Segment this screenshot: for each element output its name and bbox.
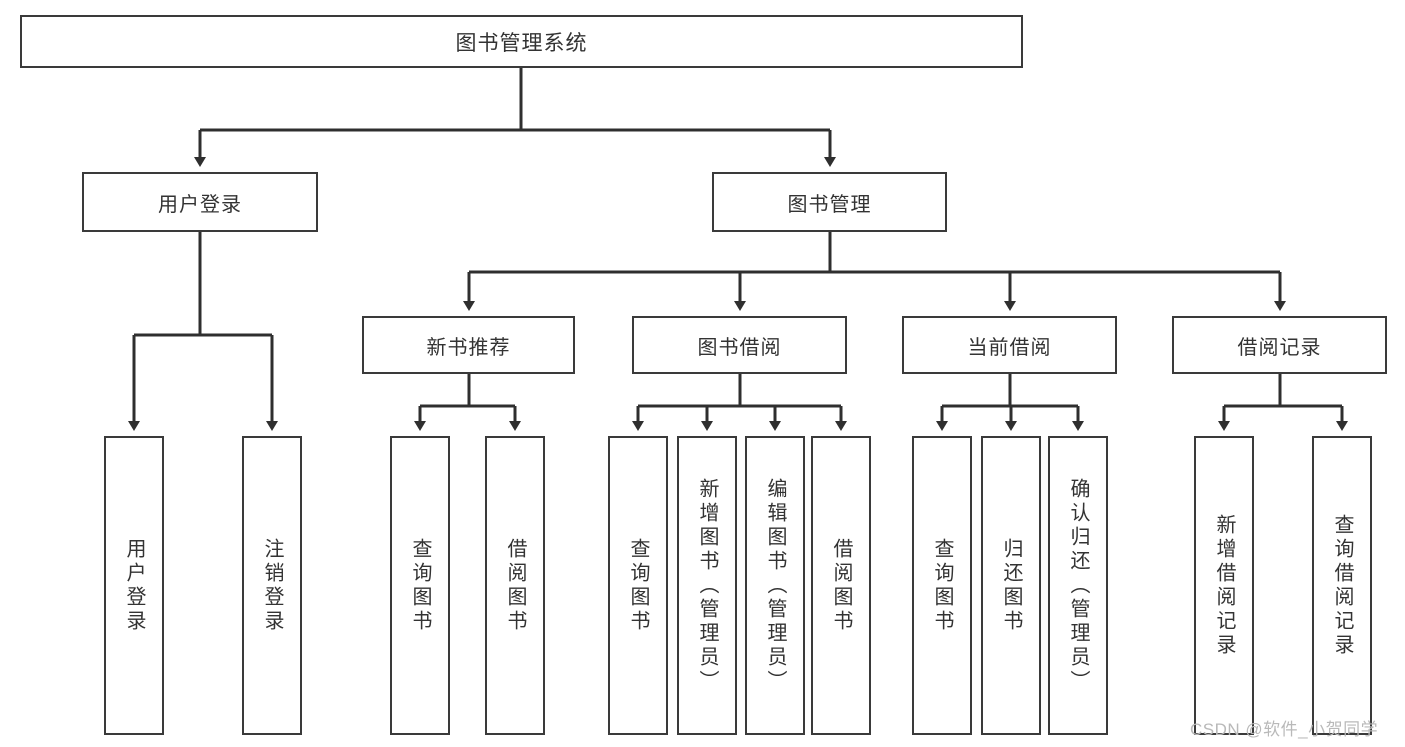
node-label: 用户登录 xyxy=(123,537,145,634)
node-user-login[interactable]: 用户登录 xyxy=(82,172,318,232)
node-label: 用户登录 xyxy=(158,193,242,216)
node-label: 新增图书（管理员） xyxy=(696,477,718,694)
node-label: 查询借阅记录 xyxy=(1331,513,1353,658)
leaf-user-login-login[interactable]: 用户登录 xyxy=(104,436,164,735)
node-book-management[interactable]: 图书管理 xyxy=(712,172,947,232)
node-label: 当前借阅 xyxy=(967,336,1052,359)
node-label: 图书借阅 xyxy=(697,336,782,359)
node-label: 借阅图书 xyxy=(830,537,852,634)
csdn-watermark: CSDN @软件_小贺同学 xyxy=(1190,720,1379,739)
node-borrow-record[interactable]: 借阅记录 xyxy=(1172,316,1387,374)
node-current-borrow[interactable]: 当前借阅 xyxy=(902,316,1117,374)
leaf-current-borrow-return-book[interactable]: 归还图书 xyxy=(981,436,1041,735)
leaf-book-borrow-edit-book-admin[interactable]: 编辑图书（管理员） xyxy=(745,436,805,735)
node-label: 图书管理 xyxy=(787,193,872,216)
node-label: 借阅记录 xyxy=(1237,336,1322,359)
leaf-borrow-record-query-record[interactable]: 查询借阅记录 xyxy=(1312,436,1372,735)
leaf-book-borrow-borrow-book[interactable]: 借阅图书 xyxy=(811,436,871,735)
node-label: 借阅图书 xyxy=(504,537,526,634)
leaf-book-borrow-add-book-admin[interactable]: 新增图书（管理员） xyxy=(677,436,737,735)
node-label: 编辑图书（管理员） xyxy=(764,477,786,694)
leaf-new-book-borrow-book[interactable]: 借阅图书 xyxy=(485,436,545,735)
leaf-borrow-record-add-record[interactable]: 新增借阅记录 xyxy=(1194,436,1254,735)
node-root-book-management-system[interactable]: 图书管理系统 xyxy=(20,15,1023,68)
node-label: 查询图书 xyxy=(931,537,953,634)
leaf-book-borrow-query-book[interactable]: 查询图书 xyxy=(608,436,668,735)
leaf-current-borrow-confirm-return-admin[interactable]: 确认归还（管理员） xyxy=(1048,436,1108,735)
node-label: 查询图书 xyxy=(627,537,649,634)
node-label: 注销登录 xyxy=(261,537,283,634)
leaf-current-borrow-query-book[interactable]: 查询图书 xyxy=(912,436,972,735)
node-new-book-recommend[interactable]: 新书推荐 xyxy=(362,316,575,374)
node-label: 图书管理系统 xyxy=(455,31,588,55)
leaf-new-book-query-book[interactable]: 查询图书 xyxy=(390,436,450,735)
node-label: 归还图书 xyxy=(1000,537,1022,634)
leaf-user-login-logout[interactable]: 注销登录 xyxy=(242,436,302,735)
node-label: 确认归还（管理员） xyxy=(1067,477,1089,694)
node-book-borrow[interactable]: 图书借阅 xyxy=(632,316,847,374)
node-label: 查询图书 xyxy=(409,537,431,634)
node-label: 新书推荐 xyxy=(426,336,511,359)
node-label: 新增借阅记录 xyxy=(1213,513,1235,658)
